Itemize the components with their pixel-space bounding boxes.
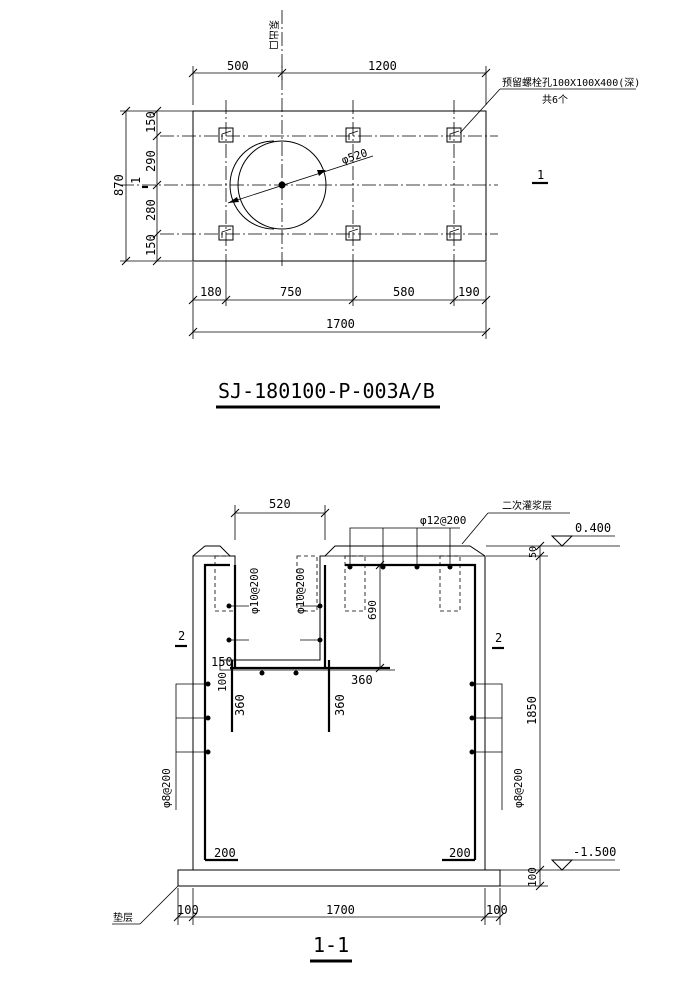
dim-grout-50: 50 xyxy=(528,546,539,558)
dim-left-280: 280 xyxy=(144,199,158,221)
dim-100: 100 xyxy=(216,672,229,692)
cushion-label: 垫层 xyxy=(113,911,133,924)
bolt-hole xyxy=(446,127,462,143)
section-mark-right: 1 xyxy=(537,168,544,182)
dim-section-bottom-100-right: 100 xyxy=(486,903,508,917)
dim-left-150-top: 150 xyxy=(144,111,158,133)
dim-section-bottom-100-left: 100 xyxy=(177,903,199,917)
dim-left-150-bottom: 150 xyxy=(144,234,158,256)
bolt-hole xyxy=(218,225,234,241)
rebar-inner-right-label: φ10@200 xyxy=(294,568,307,614)
dim-bottom-1700: 1700 xyxy=(326,317,355,331)
rebar-top-label: φ12@200 xyxy=(420,514,466,527)
elev-top-marker: 0.400 xyxy=(550,521,615,547)
elev-bottom: -1.500 xyxy=(573,845,616,859)
pump-center-dot xyxy=(278,181,286,189)
pit-floor-line xyxy=(219,659,395,671)
rebar-right-wall xyxy=(345,563,477,860)
dim-bottom-750: 750 xyxy=(280,285,302,299)
section-outline xyxy=(192,545,486,870)
section-view: φ12@200 二次灌浆层 520 φ10@200 φ10@200 690 15… xyxy=(112,497,620,963)
dim-section-bottom: 100 1700 100 xyxy=(173,888,508,925)
dim-height-1850: 1850 xyxy=(525,696,539,725)
section-mark-left: 1 xyxy=(129,177,143,184)
bolt-hole xyxy=(345,127,361,143)
rebar-top-leader xyxy=(349,527,460,567)
pump-opening-circle xyxy=(237,140,327,230)
rebar-inner-left-label: φ10@200 xyxy=(248,568,261,614)
elev-bottom-marker: -1.500 xyxy=(550,845,616,871)
rebar-left-wall xyxy=(203,563,230,860)
bolt-pocket xyxy=(344,555,366,612)
dim-bottom-190: 190 xyxy=(458,285,480,299)
dim-150: 150 xyxy=(211,655,233,669)
drawing-title: SJ-180100-P-003A/B xyxy=(218,379,435,403)
bolt-note-leader xyxy=(459,88,501,134)
dim-top: 500 1200 xyxy=(188,59,491,105)
cushion-layer xyxy=(177,869,501,887)
bolt-hole xyxy=(446,225,462,241)
dim-200-left: 200 xyxy=(214,846,236,860)
bolt-note-line1: 预留螺栓孔100X100X400(深) xyxy=(502,76,640,89)
dim-top-1200: 1200 xyxy=(368,59,397,73)
dim-bottom-180: 180 xyxy=(200,285,222,299)
rebar-right-wall-label: φ8@200 xyxy=(512,768,525,808)
dim-cushion-100: 100 xyxy=(526,867,539,887)
dim-200-right: 200 xyxy=(449,846,471,860)
dim-left: 150 290 280 150 870 xyxy=(112,106,193,266)
dim-690: 690 xyxy=(366,600,379,620)
plan-outline xyxy=(192,110,487,262)
diameter-leader xyxy=(227,155,374,204)
bolt-pocket xyxy=(296,555,318,612)
section-mark-2-left: 2 xyxy=(178,629,185,643)
pump-opening-circle-shadow xyxy=(229,140,275,230)
dim-left-870: 870 xyxy=(112,174,126,196)
bolt-pocket xyxy=(214,555,236,612)
dim-360-c: 360 xyxy=(333,694,347,716)
diameter-label: φ520 xyxy=(340,146,369,167)
cushion-leader xyxy=(139,885,179,925)
grout-leader xyxy=(461,512,489,545)
dim-bottom: 180 750 580 190 1700 xyxy=(188,262,491,339)
dim-bottom-580: 580 xyxy=(393,285,415,299)
dim-360-b: 360 xyxy=(233,694,247,716)
elev-top: 0.400 xyxy=(575,521,611,535)
dim-right: 50 1850 100 xyxy=(486,541,620,891)
bolt-hole xyxy=(218,127,234,143)
rebar-left-wall-label: φ8@200 xyxy=(160,768,173,808)
dim-360-a: 360 xyxy=(351,673,373,687)
rebar-dot xyxy=(293,670,299,676)
dim-left-290: 290 xyxy=(144,150,158,172)
bolt-note-line2: 共6个 xyxy=(542,94,568,106)
rebar-dot xyxy=(259,670,265,676)
pump-outlet-label: 泵出口 xyxy=(267,20,280,50)
section-mark-2-right: 2 xyxy=(495,631,502,645)
plan-view: 泵出口 φ520 预留螺栓孔100X100X400(深) 共6个 1 xyxy=(112,10,640,409)
dim-section-bottom-1700: 1700 xyxy=(326,903,355,917)
grout-layer-label: 二次灌浆层 xyxy=(502,499,552,512)
bolt-hole xyxy=(345,225,361,241)
section-title: 1-1 xyxy=(313,933,349,957)
dim-opening: 520 xyxy=(269,497,291,511)
dim-top-500: 500 xyxy=(227,59,249,73)
